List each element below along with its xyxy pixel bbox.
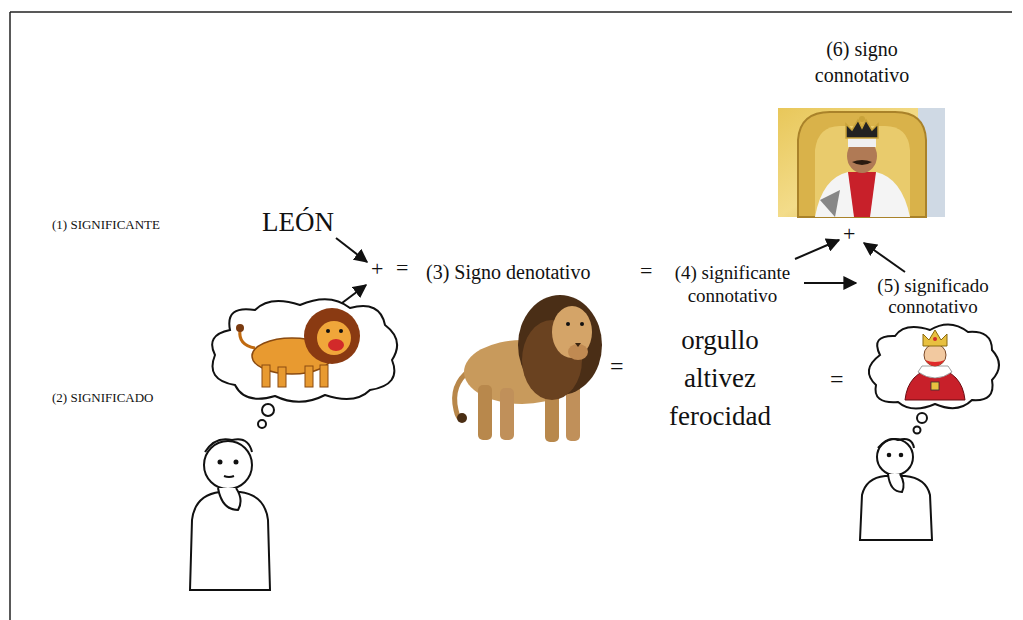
sign-label: (3) Signo denotativo	[426, 260, 590, 284]
cartoon-king	[905, 330, 965, 400]
sign-heading: (6) signo connotativo	[778, 36, 946, 88]
equals-sign: =	[610, 352, 624, 381]
thinking-person	[190, 439, 270, 590]
king-photo	[778, 108, 945, 217]
sign-label-holder: (3) Signo denotativo	[426, 260, 590, 284]
connotation-list: orgullo altivez ferocidad	[648, 322, 792, 435]
thought-bubble	[869, 324, 999, 433]
equals-sign-holder: =	[830, 365, 844, 394]
equals-sign: =	[640, 258, 652, 284]
sign-label-holder: (5) significado connotativo	[858, 276, 1008, 318]
thinking-person	[860, 439, 932, 540]
sign-label: (4) significante connotativo	[660, 262, 805, 308]
plus-sign: +	[371, 256, 383, 282]
row-label: (2) SIGNIFICADO	[52, 390, 153, 406]
row-label-holder: (2) SIGNIFICADO	[52, 390, 153, 406]
frame-line	[10, 11, 1012, 13]
lion-photo	[455, 295, 602, 442]
row-label: (1) SIGNIFICANTE	[52, 217, 160, 233]
sign-label: (5) significado connotativo	[858, 276, 1008, 318]
arrows	[336, 238, 905, 306]
sign-heading-holder: (6) signo connotativo	[778, 36, 946, 88]
equals-sign: =	[396, 255, 408, 281]
cartoon-lion	[236, 308, 360, 387]
row-label-holder: (1) SIGNIFICANTE	[52, 217, 160, 233]
equals-sign-holder: =	[610, 352, 624, 381]
frame-line	[9, 12, 11, 620]
plus-sign-holder: +	[371, 256, 383, 282]
equals-sign-holder: =	[396, 255, 408, 281]
equals-sign-holder: =	[640, 258, 652, 284]
word-label-holder: LEÓN	[262, 206, 334, 238]
connotation-list-holder: orgullo altivez ferocidad	[648, 322, 792, 435]
plus-sign: +	[843, 221, 855, 247]
word-label: LEÓN	[262, 206, 334, 238]
sign-label-holder: (4) significante connotativo	[660, 262, 805, 308]
equals-sign: =	[830, 365, 844, 394]
thought-bubble	[212, 299, 397, 428]
plus-sign-holder: +	[843, 221, 855, 247]
